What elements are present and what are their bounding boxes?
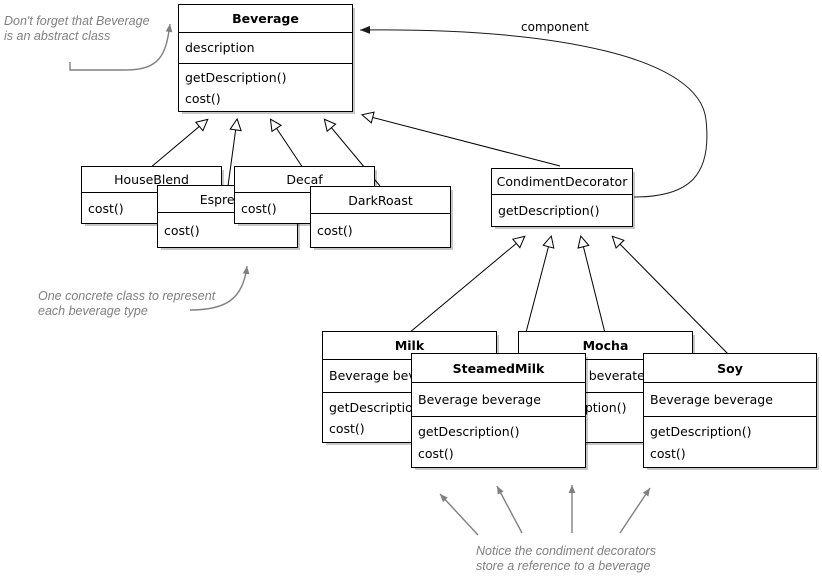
note-abstract-class: Don't forget that Beverage is an abstrac… <box>4 14 150 43</box>
class-field: Beverage beverage <box>650 391 773 407</box>
class-title-soy: Soy <box>644 354 816 383</box>
class-title-darkroast: DarkRoast <box>311 187 450 214</box>
class-methods-houseblend: cost() <box>82 193 221 224</box>
class-methods-steamedmilk: getDescription() cost() <box>412 416 585 468</box>
class-method: getDescription() <box>418 424 520 440</box>
class-fields-soy: Beverage beverage <box>644 383 816 416</box>
class-box-beverage[interactable]: Beverage description getDescription() co… <box>178 4 353 112</box>
edge-label-component: component <box>521 20 589 34</box>
note-leader-ref-1 <box>439 493 479 536</box>
edge-milk-to-condiment <box>408 237 524 334</box>
class-title-condimentdecorator: CondimentDecorator <box>492 169 632 195</box>
class-title-milk: Milk <box>323 332 496 360</box>
class-methods-decaf: cost() <box>235 193 374 224</box>
class-method: cost() <box>88 200 124 216</box>
class-method: getDescription() <box>498 203 600 219</box>
note-leader-ref-4 <box>619 487 651 534</box>
class-methods-milk: getDescription() cost() <box>323 392 496 443</box>
class-title-houseblend: HouseBlend <box>82 167 221 193</box>
note-leaders-reference <box>439 485 651 536</box>
class-field: description <box>185 40 255 56</box>
class-box-steamedmilk[interactable]: SteamedMilk Beverage beverage getDescrip… <box>411 353 586 468</box>
class-title-beverage: Beverage <box>179 5 352 33</box>
note-store-reference: Notice the condiment decorators store a … <box>476 544 656 573</box>
class-method: cost() <box>650 445 686 461</box>
class-method: cost() <box>418 445 454 461</box>
class-fields-beverage: description <box>179 33 352 63</box>
class-box-condimentdecorator[interactable]: CondimentDecorator getDescription() <box>491 168 633 227</box>
class-method: cost() <box>329 421 365 436</box>
class-methods-beverage: getDescription() cost() <box>179 63 352 112</box>
note-concrete-class: One concrete class to represent each bev… <box>38 289 216 318</box>
note-leader-ref-2 <box>496 485 523 534</box>
class-box-soy[interactable]: Soy Beverage beverage getDescription() c… <box>643 353 817 468</box>
edge-decaf-to-beverage <box>271 120 304 169</box>
class-method: cost() <box>317 223 353 239</box>
class-methods-soy: getDescription() cost() <box>644 416 816 468</box>
class-method: getDescription() <box>650 424 752 440</box>
class-box-darkroast[interactable]: DarkRoast cost() <box>310 186 451 248</box>
class-field: Beverage beverage <box>418 391 541 407</box>
class-title-decaf: Decaf <box>235 167 374 193</box>
class-methods-espresso: cost() <box>158 213 297 248</box>
class-method: cost() <box>241 200 277 216</box>
edge-houseblend-to-beverage <box>149 120 207 169</box>
class-method: getDescription() <box>329 399 431 415</box>
class-methods-condimentdecorator: getDescription() <box>492 195 632 227</box>
class-method: getDescription() <box>185 69 287 85</box>
edge-condimentdecorator-to-beverage <box>363 115 561 167</box>
class-methods-darkroast: cost() <box>311 214 450 248</box>
edge-mocha-to-condiment <box>581 237 606 334</box>
class-method: cost() <box>164 222 200 238</box>
class-title-steamedmilk: SteamedMilk <box>412 354 585 383</box>
class-fields-steamedmilk: Beverage beverage <box>412 383 585 416</box>
class-method: cost() <box>185 91 221 106</box>
